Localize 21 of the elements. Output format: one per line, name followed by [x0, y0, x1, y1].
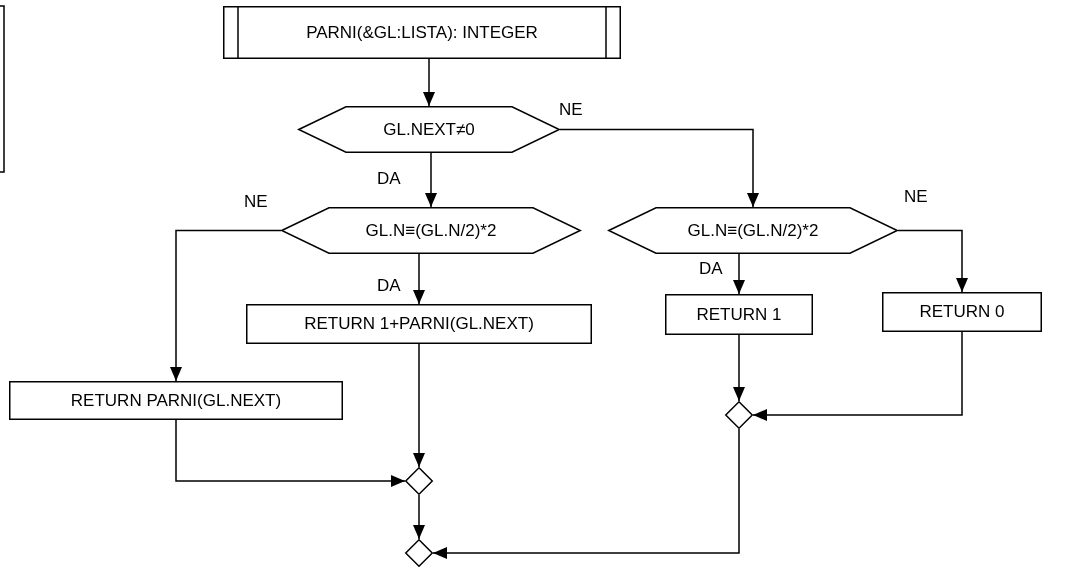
arrow: [752, 331, 963, 421]
node-text: PARNI(&GL:LISTA): INTEGER: [306, 22, 538, 43]
arrow: [413, 343, 425, 468]
arrow: [559, 128, 759, 208]
arrow: [423, 58, 435, 107]
node-text: GL.N≡(GL.N/2)*2: [365, 220, 497, 241]
arrow: [425, 152, 437, 208]
arrow: [733, 253, 745, 295]
node-text: GL.N≡(GL.N/2)*2: [687, 220, 819, 241]
arrow: [733, 334, 745, 402]
node-text: RETURN 1: [696, 304, 782, 325]
node-text: GL.NEXT≠0: [383, 119, 475, 140]
arrow: [413, 253, 425, 305]
arrow: [413, 494, 425, 540]
node-text: RETURN PARNI(GL.NEXT): [70, 390, 282, 411]
node-text: RETURN 0: [919, 302, 1005, 322]
node-text: RETURN 1+PARNI(GL.NEXT): [304, 314, 534, 334]
arrow: [175, 419, 406, 487]
arrow: [897, 229, 968, 293]
arrow: [170, 229, 282, 382]
arrow: [432, 428, 740, 559]
